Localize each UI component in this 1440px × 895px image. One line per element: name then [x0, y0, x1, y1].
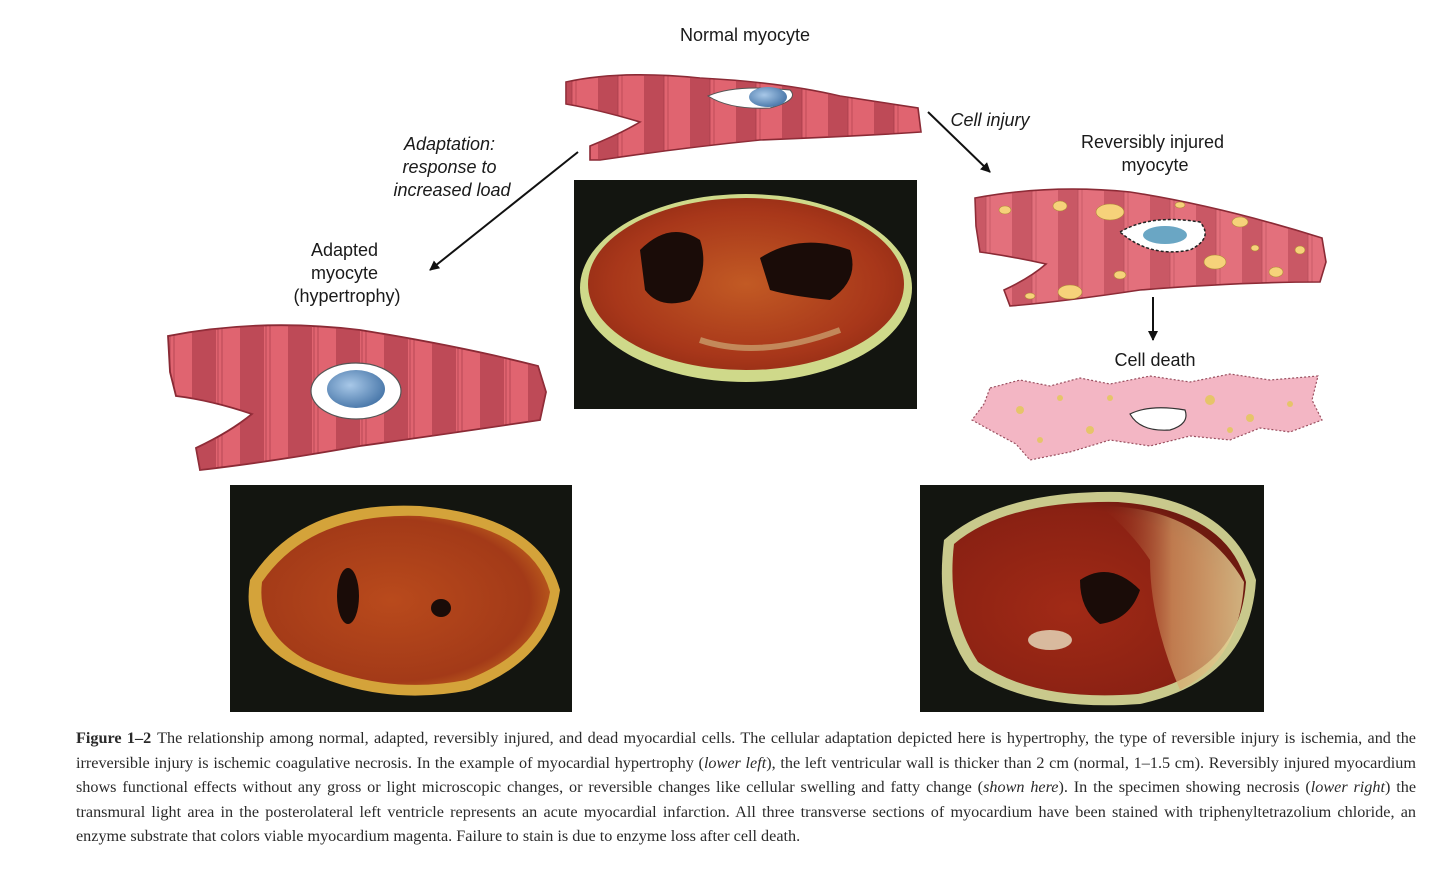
- label-adaptation: Adaptation: response to increased load: [393, 134, 511, 200]
- figure-label: Figure 1–2: [76, 729, 152, 747]
- arrow-cell-injury: [927, 111, 991, 173]
- swollen-nucleus: [1143, 226, 1187, 244]
- label-cell-injury: Cell injury: [950, 110, 1030, 130]
- label-reversibly-injured: Reversibly injured myocyte: [1081, 132, 1229, 175]
- label-normal-myocyte: Normal myocyte: [680, 25, 810, 45]
- specimen-hypertrophy: [230, 485, 572, 712]
- arrow-adaptation: [429, 151, 579, 271]
- normal-myocyte: [565, 74, 922, 161]
- fat-droplets: [998, 200, 1306, 300]
- dead-myocyte: [971, 373, 1323, 461]
- normal-nucleus: [749, 87, 787, 107]
- specimen-necrosis: [920, 485, 1264, 712]
- myocyte-diagram: Normal myocyte Cell injury Adaptation: r…: [167, 25, 1327, 712]
- adapted-nucleus: [327, 370, 385, 408]
- reversibly-injured-myocyte: [974, 188, 1327, 307]
- label-cell-death: Cell death: [1114, 350, 1195, 370]
- adapted-myocyte: [167, 324, 547, 471]
- label-adapted-myocyte: Adapted myocyte (hypertrophy): [293, 240, 400, 306]
- specimen-normal-heart: [574, 180, 917, 409]
